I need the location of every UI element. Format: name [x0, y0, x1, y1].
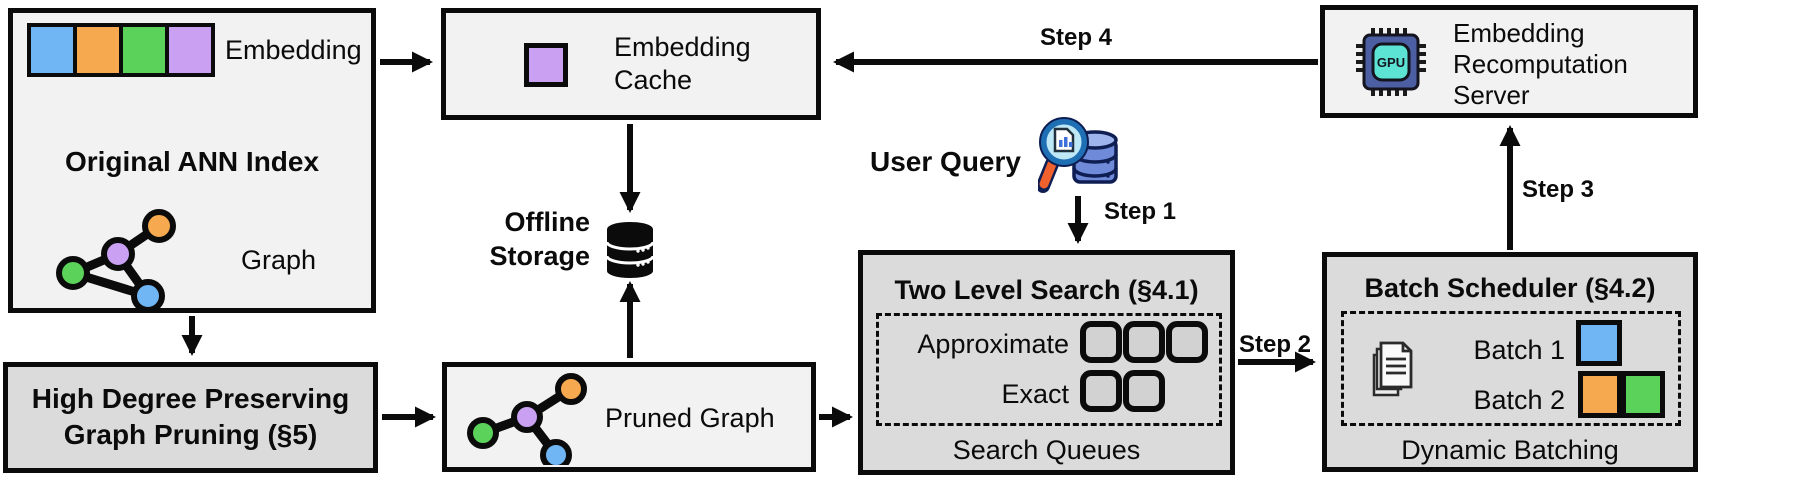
gpu-chip-icon: GPU	[1356, 28, 1426, 96]
two-level-search-title: Two Level Search (§4.1)	[894, 275, 1199, 305]
original-ann-index-title: Original ANN Index	[64, 146, 320, 177]
user-query-label: User Query	[870, 146, 1021, 177]
approximate-label: Approximate	[917, 329, 1069, 359]
original-ann-index-box: Embedding Original ANN Index Graph	[8, 8, 376, 313]
embedding-cache-label: Embedding Cache	[614, 32, 751, 95]
graph-label: Graph	[241, 245, 317, 275]
exact-queue-slots	[1080, 370, 1165, 412]
ann-graph-icon	[56, 209, 176, 311]
embedding-cache-box: Embedding Cache	[441, 8, 821, 120]
search-queues-dashed-frame	[876, 313, 1222, 426]
dynamic-batching-label: Dynamic Batching	[1401, 435, 1619, 465]
dynamic-batching-dashed-frame	[1341, 311, 1681, 426]
pruned-graph-label: Pruned Graph	[605, 403, 775, 433]
queue-slot	[1166, 321, 1208, 363]
recomputation-server-label: Embedding Recomputation Server	[1453, 18, 1628, 110]
batch2-square-orange	[1578, 371, 1622, 418]
batch1-label: Batch 1	[1473, 335, 1565, 365]
search-queues-label: Search Queues	[952, 435, 1141, 465]
embedding-label: Embedding	[225, 35, 362, 65]
offline-storage-label: Offline Storage	[489, 207, 590, 271]
graph-pruning-box: High Degree Preserving Graph Pruning (§5…	[3, 362, 378, 473]
user-query-search-icon	[1038, 117, 1118, 193]
batch2-label: Batch 2	[1473, 385, 1565, 415]
approximate-queue-slots	[1080, 321, 1208, 363]
queue-slot	[1123, 370, 1165, 412]
embedding-cell-green	[123, 27, 169, 73]
step4-label: Step 4	[1040, 24, 1113, 51]
pruned-graph-icon	[467, 373, 587, 465]
queue-slot	[1123, 321, 1165, 363]
exact-label: Exact	[1001, 379, 1069, 409]
embedding-cell-orange	[77, 27, 123, 73]
gpu-chip-text: GPU	[1377, 55, 1405, 70]
offline-storage-database-icon	[605, 222, 655, 278]
graph-pruning-title: High Degree Preserving Graph Pruning (§5…	[31, 383, 350, 450]
step1-label: Step 1	[1104, 198, 1177, 225]
pruned-graph-box: Pruned Graph	[442, 362, 816, 472]
two-level-search-box: Two Level Search (§4.1) Approximate Exac…	[858, 250, 1235, 475]
batch1-square-blue	[1576, 320, 1622, 366]
queue-slot	[1080, 321, 1122, 363]
embedding-vector-icon	[27, 23, 215, 77]
cached-embedding-square	[524, 43, 568, 87]
embedding-cell-purple	[169, 27, 211, 73]
step2-label: Step 2	[1239, 331, 1312, 358]
batch-scheduler-box: Batch Scheduler (§4.2) Batch 1 Batch 2 D…	[1322, 252, 1698, 472]
batch2-square-green	[1621, 371, 1665, 418]
queue-slot	[1080, 370, 1122, 412]
recomputation-server-box: GPU Embedding Recomputation Server	[1320, 5, 1698, 118]
step3-label: Step 3	[1522, 176, 1595, 203]
batch-scheduler-title: Batch Scheduler (§4.2)	[1364, 273, 1656, 303]
embedding-cell-blue	[31, 27, 77, 73]
documents-icon	[1372, 341, 1413, 397]
